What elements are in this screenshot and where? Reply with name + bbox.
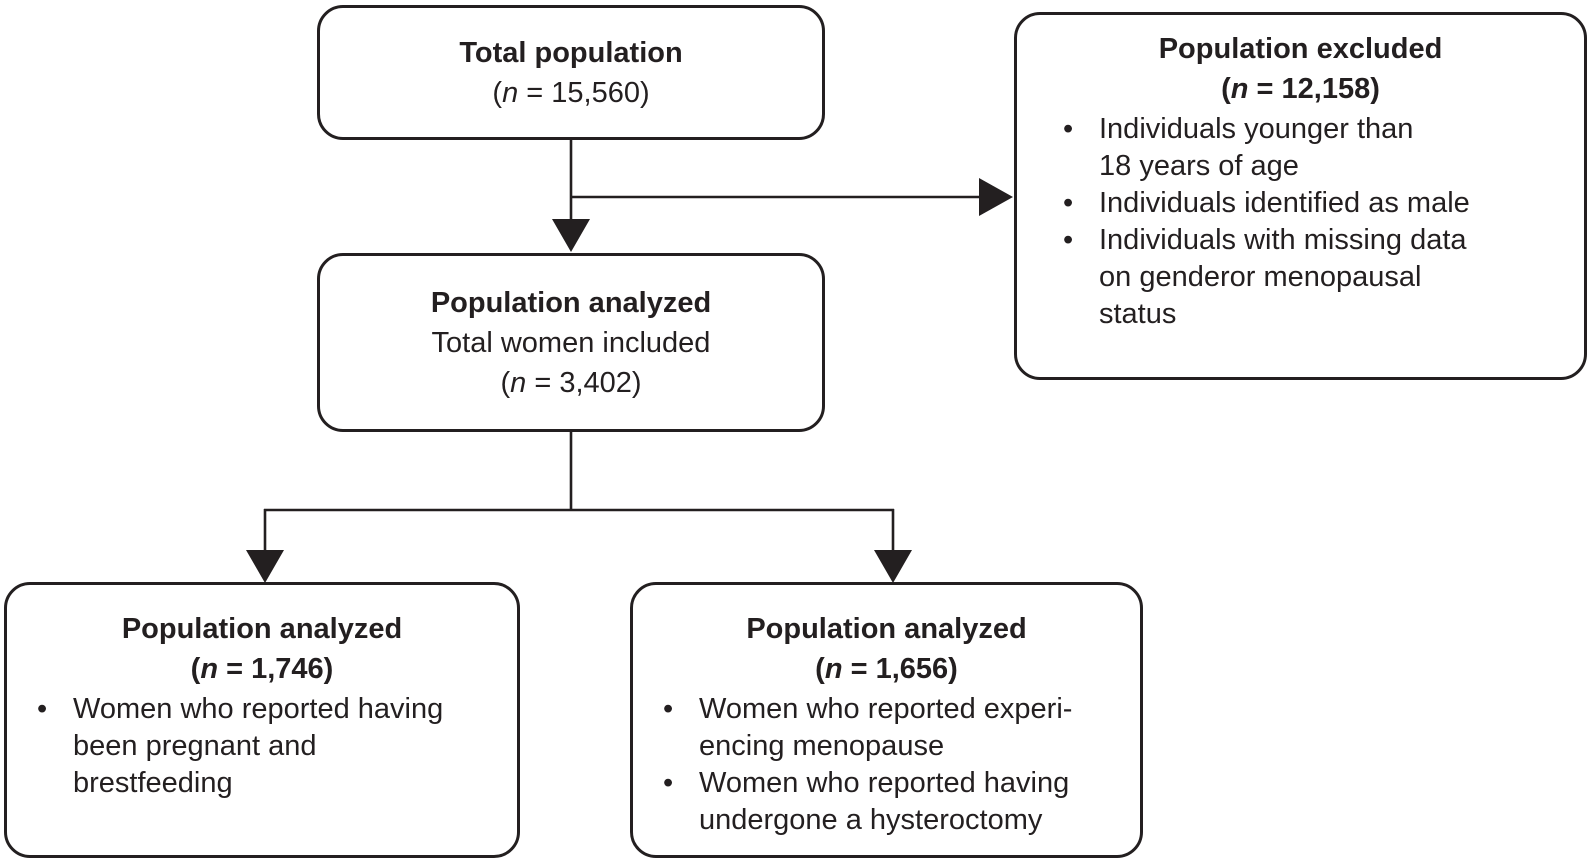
- n-open: (: [500, 366, 511, 399]
- n-symbol: n: [824, 653, 843, 685]
- n-open: (: [815, 653, 825, 685]
- n-value: = 1,746): [218, 653, 334, 685]
- n-value: = 1,656): [842, 653, 958, 685]
- list-item-text: Women who reported experi- encing menopa…: [699, 693, 1073, 762]
- n-value: = 3,402): [526, 366, 642, 399]
- n-symbol: n: [1230, 73, 1249, 105]
- population-excluded-box: Population excluded (n = 12,158) • Indiv…: [1014, 12, 1587, 380]
- arrowhead-down-right-icon: [874, 550, 912, 583]
- box-title: Population analyzed: [430, 286, 712, 319]
- arrowhead-down-left-icon: [246, 550, 284, 583]
- n-symbol: n: [200, 653, 219, 685]
- arrowhead-down-analyzed-icon: [552, 219, 590, 252]
- list-item-text: Women who reported having been pregnant …: [73, 693, 444, 799]
- list-item-text: Individuals younger than 18 years of age: [1099, 113, 1414, 182]
- sample-size-label: (n = 1,656): [633, 649, 1140, 689]
- list-item-text: Individuals identified as male: [1099, 187, 1470, 219]
- list-item: • Individuals identified as male: [1063, 185, 1568, 222]
- bullet-icon: •: [663, 693, 674, 725]
- box-title: Population analyzed: [121, 613, 403, 645]
- list-item: • Women who reported having been pregnan…: [37, 691, 507, 802]
- box-title: Total population: [459, 36, 683, 69]
- n-open: (: [190, 653, 201, 685]
- inclusion-criteria-list: • Women who reported experi- encing meno…: [633, 691, 1140, 839]
- n-symbol: n: [502, 76, 519, 109]
- bullet-icon: •: [1063, 187, 1074, 219]
- list-item-text: Individuals with missing data on gendero…: [1099, 224, 1467, 330]
- list-item: • Women who reported having undergone a …: [663, 765, 1130, 839]
- bullet-icon: •: [1063, 113, 1074, 145]
- bullet-icon: •: [1063, 224, 1074, 256]
- exclusion-criteria-list: • Individuals younger than 18 years of a…: [1017, 111, 1584, 333]
- list-item: • Individuals with missing data on gende…: [1063, 222, 1568, 333]
- n-value: = 15,560): [518, 76, 650, 109]
- analyzed-menopause-box: Population analyzed (n = 1,656) • Women …: [630, 582, 1143, 858]
- inclusion-criteria-list: • Women who reported having been pregnan…: [7, 691, 517, 802]
- box-subtitle: Total women included: [431, 326, 711, 359]
- box-title: Population excluded: [1158, 33, 1443, 65]
- sample-size-label: (n = 12,158): [1017, 69, 1584, 109]
- sample-size-label: (n = 1,746): [7, 649, 517, 689]
- list-item-text: Women who reported having undergone a hy…: [699, 767, 1070, 836]
- n-symbol: n: [510, 366, 527, 399]
- list-item: • Individuals younger than 18 years of a…: [1063, 111, 1568, 185]
- bullet-icon: •: [37, 693, 48, 725]
- box-title: Population analyzed: [746, 613, 1027, 645]
- n-open: (: [492, 76, 503, 109]
- total-population-box: Total population (n = 15,560): [317, 5, 825, 140]
- list-item: • Women who reported experi- encing meno…: [663, 691, 1130, 765]
- arrowhead-right-excluded-icon: [979, 178, 1013, 216]
- analyzed-pregnant-box: Population analyzed (n = 1,746) • Women …: [4, 582, 520, 858]
- population-analyzed-box: Population analyzed Total women included…: [317, 253, 825, 432]
- bullet-icon: •: [663, 767, 674, 799]
- n-open: (: [1221, 73, 1231, 105]
- sample-size-label: (n = 15,560): [492, 73, 649, 113]
- n-value: = 12,158): [1248, 73, 1380, 105]
- sample-size-label: (n = 3,402): [500, 363, 641, 403]
